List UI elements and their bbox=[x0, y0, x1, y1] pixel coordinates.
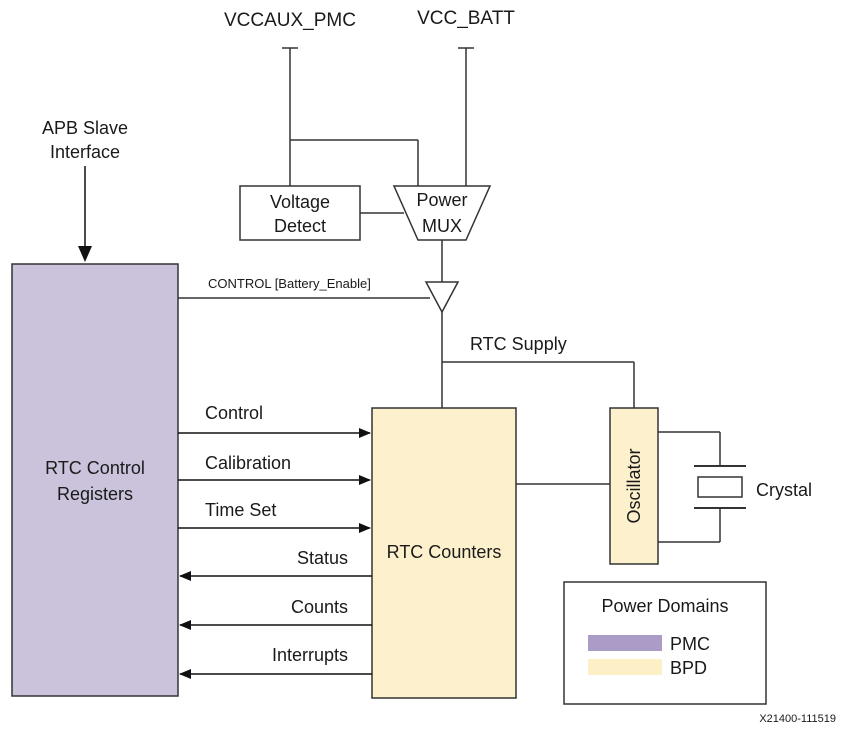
figure-id: X21400-111519 bbox=[759, 713, 836, 725]
power-mux-label-1: Power bbox=[416, 190, 467, 210]
crystal-body bbox=[697, 476, 743, 498]
voltage-detect-block bbox=[239, 185, 361, 241]
legend-label-bpd: BPD bbox=[670, 658, 707, 678]
rtc-control-registers-label-2: Registers bbox=[57, 484, 133, 504]
supply-wiring bbox=[178, 47, 721, 543]
control-battery-enable-label: CONTROL [Battery_Enable] bbox=[208, 276, 371, 291]
oscillator-block bbox=[609, 407, 659, 565]
voltage-detect-label-2: Detect bbox=[274, 216, 326, 236]
interrupts-signal-label: Interrupts bbox=[272, 645, 348, 665]
signals-to-registers bbox=[179, 571, 372, 679]
legend-label-pmc: PMC bbox=[670, 634, 710, 654]
legend-swatch-pmc bbox=[588, 635, 662, 651]
rtc-counters-block bbox=[371, 407, 517, 699]
vcc-batt-label: VCC_BATT bbox=[417, 8, 515, 29]
rtc-supply-label: RTC Supply bbox=[470, 334, 567, 354]
signals-to-counters bbox=[178, 428, 371, 533]
legend-swatch-bpd bbox=[588, 659, 662, 675]
rtc-counters-label: RTC Counters bbox=[387, 542, 502, 562]
rtc-control-registers-label-1: RTC Control bbox=[45, 458, 145, 478]
apb-label-1: APB Slave bbox=[42, 118, 128, 138]
time-set-signal-label: Time Set bbox=[205, 500, 276, 520]
apb-arrow-head bbox=[78, 246, 92, 262]
voltage-detect-label-1: Voltage bbox=[270, 192, 330, 212]
legend-title: Power Domains bbox=[601, 596, 728, 616]
crystal-label: Crystal bbox=[756, 480, 812, 500]
rtc-control-registers-block bbox=[11, 263, 179, 697]
control-signal-label: Control bbox=[205, 403, 263, 423]
crystal-symbol bbox=[694, 465, 746, 509]
power-mux-label-2: MUX bbox=[422, 216, 462, 236]
status-signal-label: Status bbox=[297, 548, 348, 568]
battery-enable-buffer bbox=[424, 281, 460, 314]
vccaux-pmc-label: VCCAUX_PMC bbox=[224, 10, 356, 31]
oscillator-label: Oscillator bbox=[624, 448, 644, 523]
calibration-signal-label: Calibration bbox=[205, 453, 291, 473]
apb-label-2: Interface bbox=[50, 142, 120, 162]
counts-signal-label: Counts bbox=[291, 597, 348, 617]
power-mux-block bbox=[392, 185, 492, 241]
